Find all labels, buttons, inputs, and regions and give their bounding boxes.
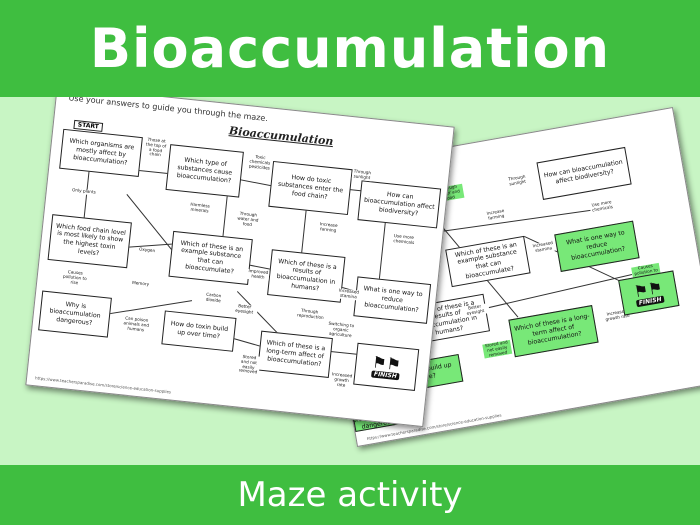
maze-answer-label: Can poison animals and humans xyxy=(120,315,152,334)
maze-answer-label: Those at the top of a food chain xyxy=(142,137,169,160)
maze-question-box: How do toxin build up over time? xyxy=(161,310,237,352)
maze-question-box: Which food chain level is most likely to… xyxy=(47,214,132,269)
finish-box: ⚑⚑ FINISH xyxy=(353,342,420,392)
worksheet-url: https://www.teachersparadise.com/store/s… xyxy=(34,375,172,395)
maze-answer-label: Through sunlight xyxy=(351,168,373,181)
maze-question-box: Why is bioaccumulation dangerous? xyxy=(38,290,112,338)
finish-box: ⚑⚑ FINISH xyxy=(618,270,680,316)
maze-answer-label: Switching to organic agriculture xyxy=(325,321,357,339)
maze-answer-label: Increase farming xyxy=(315,221,341,234)
maze-answer-label: Causes pollution to rise xyxy=(62,269,88,287)
maze-question-box: How do toxic substances enter the food c… xyxy=(268,160,353,216)
maze-answer-label: Toxic chemicals pesticides xyxy=(247,154,273,172)
maze-answer-label: Memory xyxy=(129,280,152,288)
maze-answer-label: Stored and not easily removed xyxy=(482,339,513,359)
maze-question-box: How can bioaccumulation affect biodivers… xyxy=(536,146,632,200)
maze-question-box: Which of these is a results of bioaccumu… xyxy=(267,249,346,303)
title-banner: Bioaccumulation xyxy=(0,0,700,97)
maze-answer-label: Use more chemicals xyxy=(393,232,415,246)
maze-answer-label: Harmless minerals xyxy=(187,202,213,215)
maze-question-box: Which of these is an example substance t… xyxy=(445,235,531,288)
maze-answer-label: Better eyesight xyxy=(230,303,258,316)
maze-answer-label: Oxygen xyxy=(136,246,158,255)
worksheet-instructions: Use your answers to guide you through th… xyxy=(68,97,269,124)
maze-question-box: Which type of substances cause bioaccumu… xyxy=(165,144,244,198)
page-title: Bioaccumulation xyxy=(89,17,611,80)
worksheet-maze: Use your answers to guide you through th… xyxy=(25,97,455,428)
maze-question-box: Which organisms are mostly affect by bio… xyxy=(59,128,143,177)
maze-answer-label: Carbon dioxide xyxy=(201,292,225,305)
maze-question-box: Which of these is an example substance t… xyxy=(168,230,253,285)
maze-answer-label: Use more chemicals xyxy=(589,199,615,214)
maze-answer-label: Through sunlight xyxy=(503,174,531,188)
maze-answer-label: Increased growth rate xyxy=(329,371,354,389)
maze-question-box: What is one way to reduce bioaccumulatio… xyxy=(353,276,432,324)
maze-answer-label: Increased stamina xyxy=(530,240,556,255)
maze-answer-label: Only plants xyxy=(71,187,97,196)
worksheet-title: Bioaccumulation xyxy=(228,124,335,149)
maze-question-box: What is one way to reduce bioaccumulatio… xyxy=(554,220,640,272)
maze-question-box: How can bioaccumulation affect biodivers… xyxy=(357,180,442,229)
preview-area: Bioaccumulation How do toxic substances … xyxy=(0,97,700,465)
maze-answer-label: Stored and not easily removed xyxy=(236,354,261,376)
maze-question-box: Which of these is a long-term affect of … xyxy=(508,305,599,358)
maze-answer-label: Through water and food xyxy=(234,211,262,229)
subtitle-banner: Maze activity xyxy=(0,465,700,525)
maze-question-box: Which of these is a long-term affect of … xyxy=(257,330,333,378)
page-subtitle: Maze activity xyxy=(237,475,463,515)
maze-answer-label: Improved health xyxy=(246,267,270,281)
maze-answer-label: Through reproduction xyxy=(296,307,325,321)
